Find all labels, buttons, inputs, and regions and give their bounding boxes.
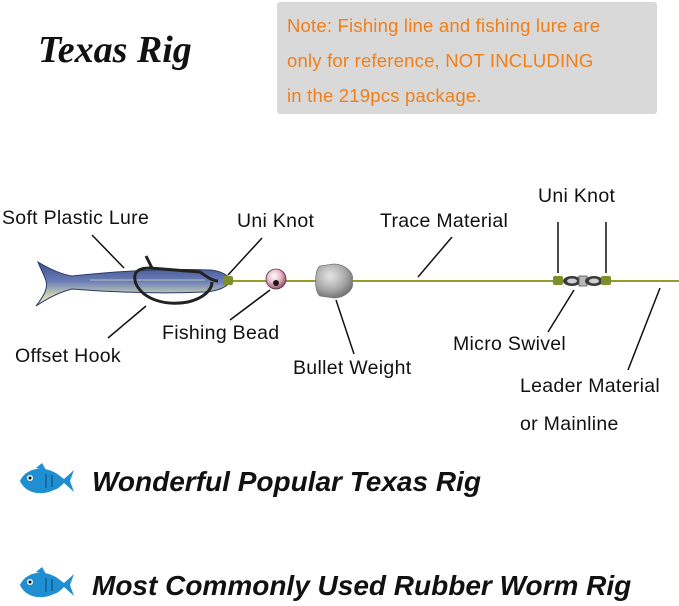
label-uni-knot-left: Uni Knot bbox=[237, 210, 315, 232]
bullet-weight bbox=[315, 263, 353, 299]
fishing-bead bbox=[265, 268, 287, 290]
feature-text-1: Wonderful Popular Texas Rig bbox=[92, 466, 481, 497]
pointer-trace-material bbox=[417, 236, 453, 278]
pointer-leader-material bbox=[627, 287, 661, 371]
label-offset-hook: Offset Hook bbox=[15, 345, 121, 367]
pointer-fishing-bead bbox=[229, 289, 271, 321]
pointer-bullet-weight bbox=[335, 299, 355, 355]
label-soft-plastic-lure: Soft Plastic Lure bbox=[2, 207, 150, 229]
note-box: Note: Fishing line and fishing lure are … bbox=[277, 2, 657, 114]
label-uni-knot-right: Uni Knot bbox=[538, 185, 616, 207]
bead-hole bbox=[273, 280, 279, 286]
note-text: Note: Fishing line and fishing lure are … bbox=[287, 8, 647, 113]
label-fishing-bead: Fishing Bead bbox=[162, 322, 280, 344]
note-line-1: Note: Fishing line and fishing lure are bbox=[287, 15, 601, 36]
pointer-uni-knot-left bbox=[227, 237, 263, 276]
uni-knot-left bbox=[223, 276, 233, 285]
note-line-3: in the 219pcs package. bbox=[287, 85, 482, 106]
texas-rig-diagram bbox=[35, 222, 679, 371]
page-title: Texas Rig bbox=[38, 29, 192, 71]
label-or-mainline: or Mainline bbox=[520, 413, 619, 435]
note-line-2: only for reference, NOT INCLUDING bbox=[287, 50, 594, 71]
micro-swivel bbox=[563, 275, 603, 287]
fish-icon bbox=[20, 463, 74, 494]
soft-plastic-lure bbox=[35, 260, 231, 307]
fish-icon bbox=[20, 567, 74, 598]
uni-knot-right-b bbox=[601, 276, 611, 285]
pointer-offset-hook bbox=[107, 305, 147, 339]
pointer-micro-swivel bbox=[547, 289, 575, 333]
offset-hook bbox=[133, 255, 219, 305]
label-micro-swivel: Micro Swivel bbox=[453, 333, 567, 355]
pointer-soft-plastic-lure bbox=[91, 234, 125, 269]
uni-knot-right-a bbox=[553, 276, 563, 285]
label-leader-material: Leader Material bbox=[520, 375, 660, 397]
feature-text-2: Most Commonly Used Rubber Worm Rig bbox=[92, 570, 632, 601]
label-bullet-weight: Bullet Weight bbox=[293, 357, 412, 379]
label-trace-material: Trace Material bbox=[380, 210, 509, 232]
